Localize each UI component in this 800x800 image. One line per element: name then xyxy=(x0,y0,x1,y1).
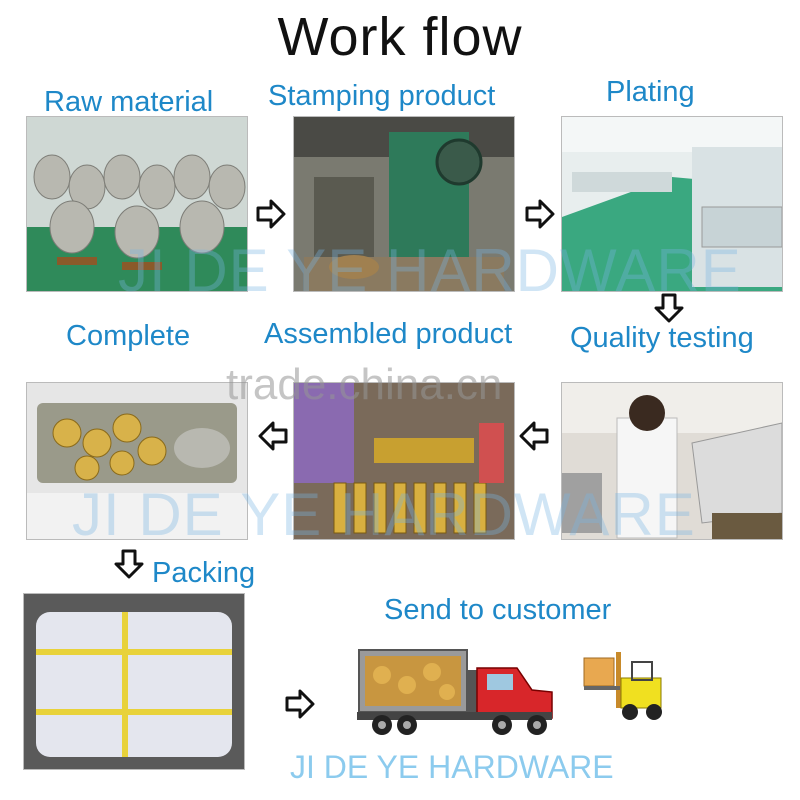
site-watermark: trade.china.cn xyxy=(226,360,503,409)
complete-photo xyxy=(26,382,248,540)
right-arrow-icon xyxy=(285,689,315,719)
plating-photo xyxy=(561,116,783,292)
down-arrow-icon xyxy=(654,293,684,323)
down-arrow-icon xyxy=(114,549,144,579)
label-plating: Plating xyxy=(606,76,695,108)
label-send-to-customer: Send to customer xyxy=(384,594,612,626)
label-packing: Packing xyxy=(152,557,256,589)
page-title: Work flow xyxy=(277,7,523,67)
stamping-product-photo xyxy=(293,116,515,292)
truck-icon xyxy=(357,640,557,740)
packing-photo xyxy=(23,593,245,770)
label-quality-testing: Quality testing xyxy=(570,322,754,354)
brand-watermark: JI DE YE HARDWARE xyxy=(118,237,742,304)
assembled-product-photo xyxy=(293,382,515,540)
label-complete: Complete xyxy=(66,320,191,352)
brand-watermark: JI DE YE HARDWARE xyxy=(72,481,696,548)
label-stamping-product: Stamping product xyxy=(268,80,496,112)
forklift-icon xyxy=(582,648,667,724)
left-arrow-icon xyxy=(519,421,549,451)
raw-material-photo xyxy=(26,116,248,292)
label-raw-material: Raw material xyxy=(44,86,214,118)
label-assembled-product: Assembled product xyxy=(264,318,513,350)
right-arrow-icon xyxy=(256,199,286,229)
footer-brand: JI DE YE HARDWARE xyxy=(290,749,614,785)
left-arrow-icon xyxy=(258,421,288,451)
right-arrow-icon xyxy=(525,199,555,229)
quality-testing-photo xyxy=(561,382,783,540)
